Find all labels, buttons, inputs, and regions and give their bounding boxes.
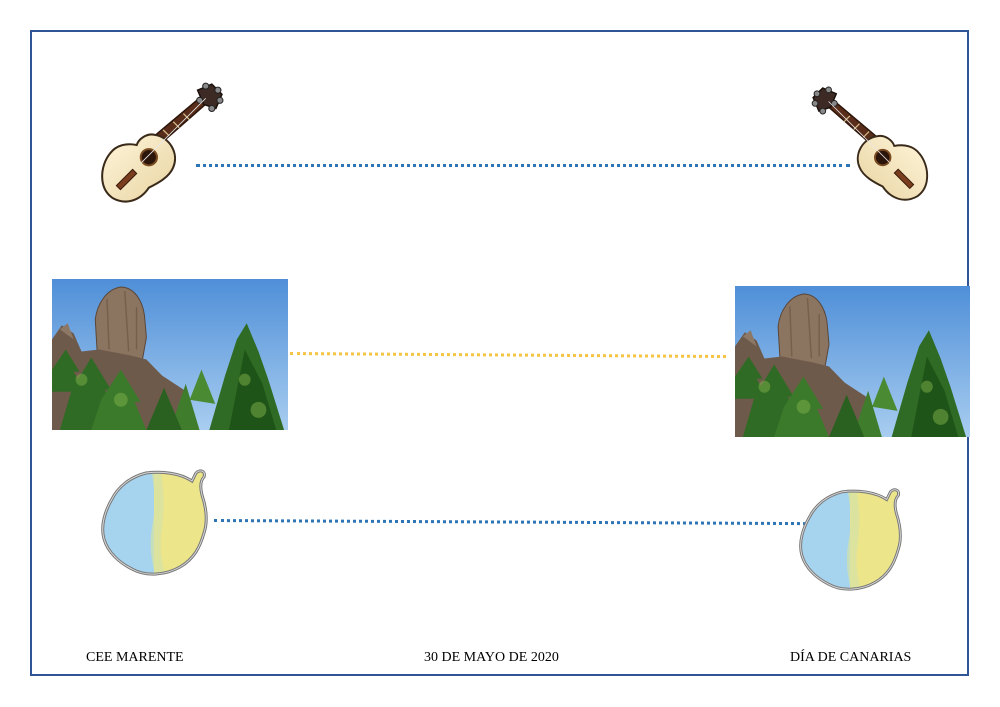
roque-nublo-photo[interactable] (735, 286, 970, 437)
timple-icon[interactable] (804, 86, 944, 202)
gran-canaria-map-icon[interactable] (100, 466, 210, 578)
footer-event: DÍA DE CANARIAS (790, 650, 912, 665)
footer-school: CEE MARENTE (86, 650, 184, 665)
footer-date: 30 DE MAYO DE 2020 (424, 650, 559, 665)
gran-canaria-map-icon[interactable] (798, 484, 904, 594)
match-line-1 (196, 164, 850, 167)
roque-nublo-photo[interactable] (52, 279, 288, 430)
timple-icon[interactable] (92, 82, 224, 204)
